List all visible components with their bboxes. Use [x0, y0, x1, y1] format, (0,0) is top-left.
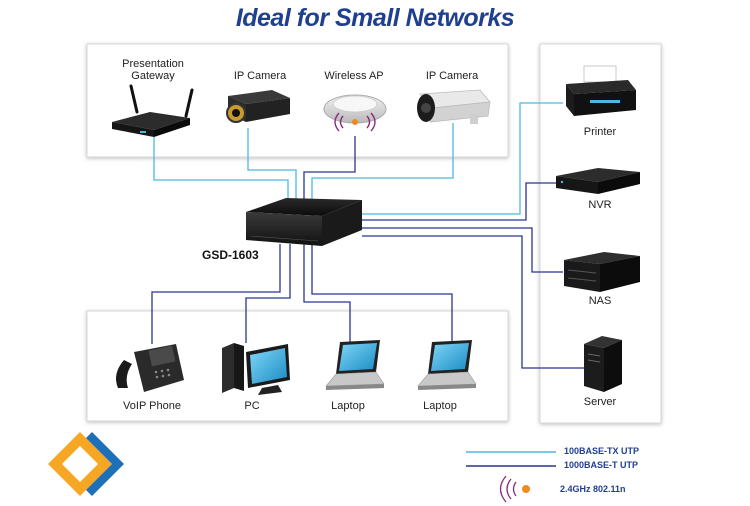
pc-icon [222, 343, 290, 395]
link-ip-camera-1 [247, 128, 297, 208]
link-nvr [362, 182, 556, 221]
link-gateway [153, 137, 289, 208]
legend-wireless-icon [499, 475, 530, 503]
legend [466, 451, 556, 503]
switch-icon [246, 198, 362, 246]
diagram-title: Ideal for Small Networks [235, 4, 515, 32]
label-voip-phone: VoIP Phone [123, 400, 181, 412]
server-icon [584, 336, 622, 392]
nas-icon [564, 252, 640, 292]
label-nas: NAS [588, 295, 612, 307]
label-presentation-gateway: Presentation Gateway [122, 58, 184, 82]
link-pc [245, 244, 291, 343]
link-ip-camera-2 [311, 123, 454, 208]
label-nvr: NVR [588, 199, 612, 211]
switch-model-label: GSD-1603 [202, 248, 259, 262]
label-laptop-2: Laptop [423, 400, 457, 412]
legend-gigabit-label: 1000BASE-T UTP [564, 460, 639, 470]
label-pc: PC [244, 400, 260, 412]
printer-icon [566, 65, 636, 116]
label-wireless-ap: Wireless AP [324, 70, 384, 82]
label-printer: Printer [583, 126, 617, 138]
legend-fast-ethernet-label: 100BASE-TX UTP [564, 446, 640, 456]
wireless-ap-icon [323, 94, 387, 132]
voip-phone-icon [116, 344, 184, 392]
fast-ethernet-links [153, 102, 563, 215]
link-nas [362, 227, 563, 273]
planet-logo [48, 432, 124, 496]
gigabit-links [151, 136, 585, 369]
link-laptop-1 [303, 244, 351, 342]
link-voip-phone [151, 244, 281, 344]
presentation-gateway-icon [112, 84, 194, 137]
box-camera-icon [226, 90, 290, 123]
label-server: Server [583, 396, 617, 408]
bullet-camera-icon [417, 89, 491, 124]
label-laptop-1: Laptop [331, 400, 365, 412]
link-laptop-2 [311, 244, 453, 342]
laptop-icon [417, 340, 477, 390]
link-printer [362, 102, 563, 215]
label-ip-camera-2: IP Camera [425, 70, 479, 82]
legend-wireless-label: 2.4GHz 802.11n [560, 484, 626, 494]
link-wireless-ap [303, 136, 356, 208]
link-server [362, 235, 585, 369]
nvr-icon [556, 168, 640, 194]
label-ip-camera-1: IP Camera [233, 70, 287, 82]
laptop-icon [325, 340, 385, 390]
